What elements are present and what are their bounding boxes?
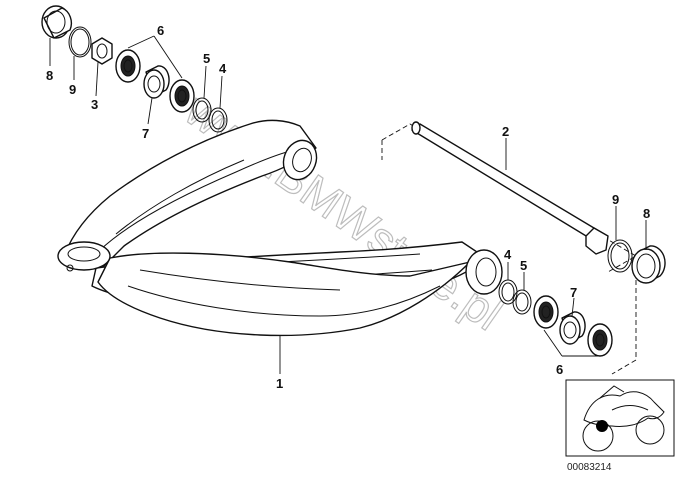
callout-7-bottom: 7 [570,285,577,300]
swing-arm[interactable] [57,119,503,337]
callout-2: 2 [502,124,509,139]
callout-6-bottom: 6 [556,362,563,377]
callout-1: 1 [276,376,283,391]
location-marker-icon [596,420,608,432]
spacer-7-top[interactable] [143,65,170,99]
callout-5-bottom: 5 [520,258,527,273]
callout-3: 3 [91,97,98,112]
cap-8-top[interactable] [41,5,73,39]
callout-6-top: 6 [157,23,164,38]
ring-4-top[interactable] [208,107,228,133]
bearing-6-bottom-left[interactable] [533,295,559,329]
document-number: 00083214 [567,462,612,473]
spacer-7-bottom[interactable] [559,311,586,345]
bearing-6-top-left[interactable] [115,49,141,83]
callout-8-top: 8 [46,68,53,83]
axle-2[interactable] [411,121,609,255]
cap-8-right[interactable] [631,245,666,284]
motorcycle-icon [582,385,665,452]
callout-9-right: 9 [612,192,619,207]
callout-4-bottom: 4 [504,247,512,262]
callout-9-top: 9 [69,82,76,97]
callout-7-top: 7 [142,126,149,141]
ring-5-top[interactable] [192,97,212,123]
motorcycle-thumbnail[interactable] [565,379,675,457]
ring-9-right[interactable] [607,239,633,273]
bearing-6-bottom-right[interactable] [587,323,613,357]
callout-8-right: 8 [643,206,650,221]
ring-9-top[interactable] [68,26,92,58]
ring-5-bottom[interactable] [512,289,532,315]
nut-3[interactable] [91,37,113,65]
leader-lines [49,35,647,374]
bearing-6-top-right[interactable] [169,79,195,113]
callout-5-top: 5 [203,51,210,66]
callout-4-top: 4 [219,61,227,76]
